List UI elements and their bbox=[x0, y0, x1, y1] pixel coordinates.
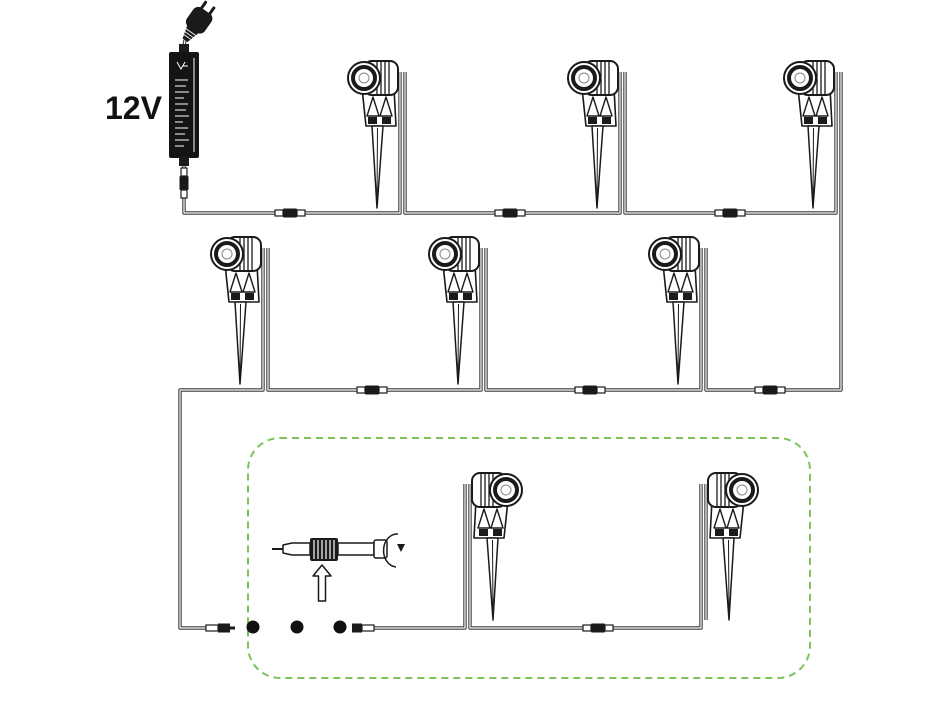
coupler-detail bbox=[272, 538, 388, 561]
spotlight-icon bbox=[706, 471, 760, 622]
adapter-markings bbox=[175, 58, 195, 152]
inline-connector bbox=[582, 622, 614, 634]
inline-connector bbox=[714, 207, 746, 219]
adapter-body bbox=[169, 52, 199, 158]
continuation-dot bbox=[290, 620, 304, 634]
inline-connector bbox=[274, 207, 306, 219]
coupler-ribs bbox=[313, 540, 335, 559]
male-plug bbox=[205, 623, 235, 633]
coupler-nut bbox=[310, 538, 338, 561]
voltage-label: 12V bbox=[105, 90, 163, 126]
inline-connector bbox=[494, 207, 526, 219]
cable-run bbox=[178, 246, 265, 630]
female-plug bbox=[352, 623, 375, 633]
coupler-right-body bbox=[337, 542, 375, 556]
power-adapter bbox=[169, 44, 199, 166]
spotlight-icon bbox=[470, 471, 524, 622]
inline-connector bbox=[574, 384, 606, 396]
spotlight-icon bbox=[566, 59, 620, 210]
spotlight-icon bbox=[346, 59, 400, 210]
cable-run bbox=[178, 248, 265, 630]
spotlight-icon bbox=[647, 235, 701, 386]
spotlight-icon bbox=[782, 59, 836, 210]
inline-connector bbox=[356, 384, 388, 396]
rotate-arrow-icon bbox=[382, 533, 405, 568]
spotlight-icon bbox=[209, 235, 263, 386]
arrow-up-icon bbox=[312, 564, 332, 602]
inline-connector bbox=[754, 384, 786, 396]
power-plug-icon bbox=[182, 0, 216, 43]
coupler-left-body bbox=[282, 542, 311, 556]
cable-network-core bbox=[178, 38, 843, 630]
adapter-top-cap bbox=[179, 44, 189, 54]
continuation-dot bbox=[246, 620, 260, 634]
adapter-bottom-cap bbox=[179, 156, 189, 166]
inline-connector bbox=[178, 167, 190, 199]
spotlight-icon bbox=[427, 235, 481, 386]
continuation-dot bbox=[333, 620, 347, 634]
cable-network bbox=[178, 39, 843, 630]
extension-detail-box bbox=[247, 437, 811, 679]
